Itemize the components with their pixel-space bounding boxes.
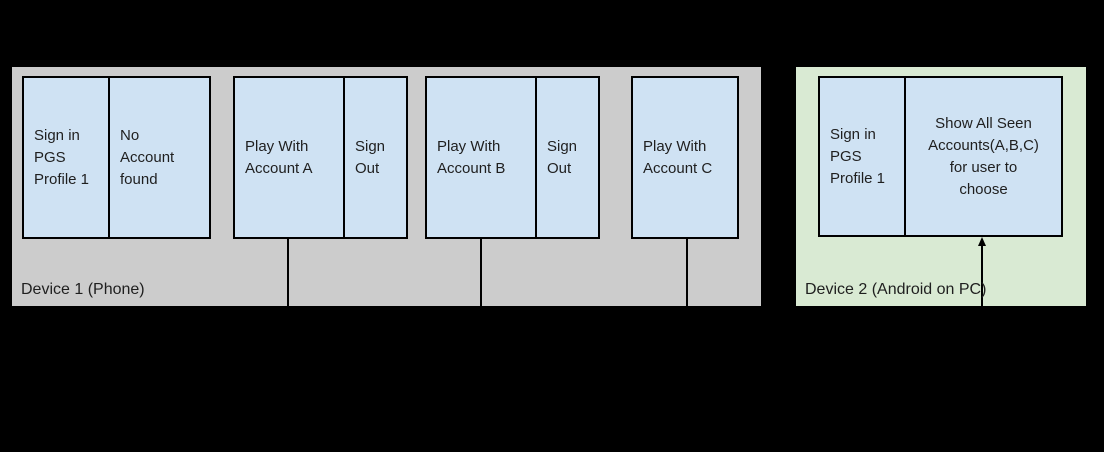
- cell-text: Show All Seen Accounts(A,B,C) for user t…: [928, 114, 1039, 198]
- device2-label: Device 2 (Android on PC): [805, 281, 987, 298]
- flow-step-play-account-b: Play With Account B Sign Out: [425, 76, 600, 239]
- cell-text: Play With Account A: [245, 137, 313, 177]
- cell-play-with-account-b: Play With Account B: [427, 78, 537, 237]
- cell-sign-out-a: Sign Out: [345, 78, 406, 237]
- cell-sign-in-pgs-profile1: Sign in PGS Profile 1: [24, 78, 110, 237]
- arrow-shaft: [981, 239, 983, 306]
- cell-no-account-found: No Account found: [110, 78, 209, 237]
- cell-text: Sign Out: [355, 137, 386, 177]
- cell-play-with-account-c: Play With Account C: [633, 78, 737, 237]
- device1-phone-container: Sign in PGS Profile 1 No Account found P…: [12, 67, 761, 306]
- cell-show-all-seen-accounts: Show All Seen Accounts(A,B,C) for user t…: [906, 78, 1061, 235]
- flow-step-signin-noaccount: Sign in PGS Profile 1 No Account found: [22, 76, 211, 239]
- flow-step-play-account-a: Play With Account A Sign Out: [233, 76, 408, 239]
- cell-text: Sign in PGS Profile 1: [34, 126, 90, 188]
- cell-text: No Account found: [120, 126, 175, 188]
- cell-text: Sign Out: [547, 137, 578, 177]
- connector-line-account-b: [480, 239, 482, 306]
- device2-android-pc-container: Sign in PGS Profile 1 Show All Seen Acco…: [796, 67, 1086, 306]
- upward-arrow-connector: [977, 237, 987, 306]
- flow-step-show-all-accounts: Sign in PGS Profile 1 Show All Seen Acco…: [818, 76, 1063, 237]
- connector-line-account-a: [287, 239, 289, 306]
- cell-text: Sign in PGS Profile 1: [830, 125, 886, 187]
- cell-sign-in-pgs-profile1-device2: Sign in PGS Profile 1: [820, 78, 906, 235]
- flow-step-play-account-c: Play With Account C: [631, 76, 739, 239]
- device1-label: Device 1 (Phone): [21, 281, 145, 298]
- connector-line-account-c: [686, 239, 688, 306]
- cell-play-with-account-a: Play With Account A: [235, 78, 345, 237]
- cell-text: Play With Account B: [437, 137, 506, 177]
- cell-sign-out-b: Sign Out: [537, 78, 598, 237]
- cell-text: Play With Account C: [643, 137, 713, 177]
